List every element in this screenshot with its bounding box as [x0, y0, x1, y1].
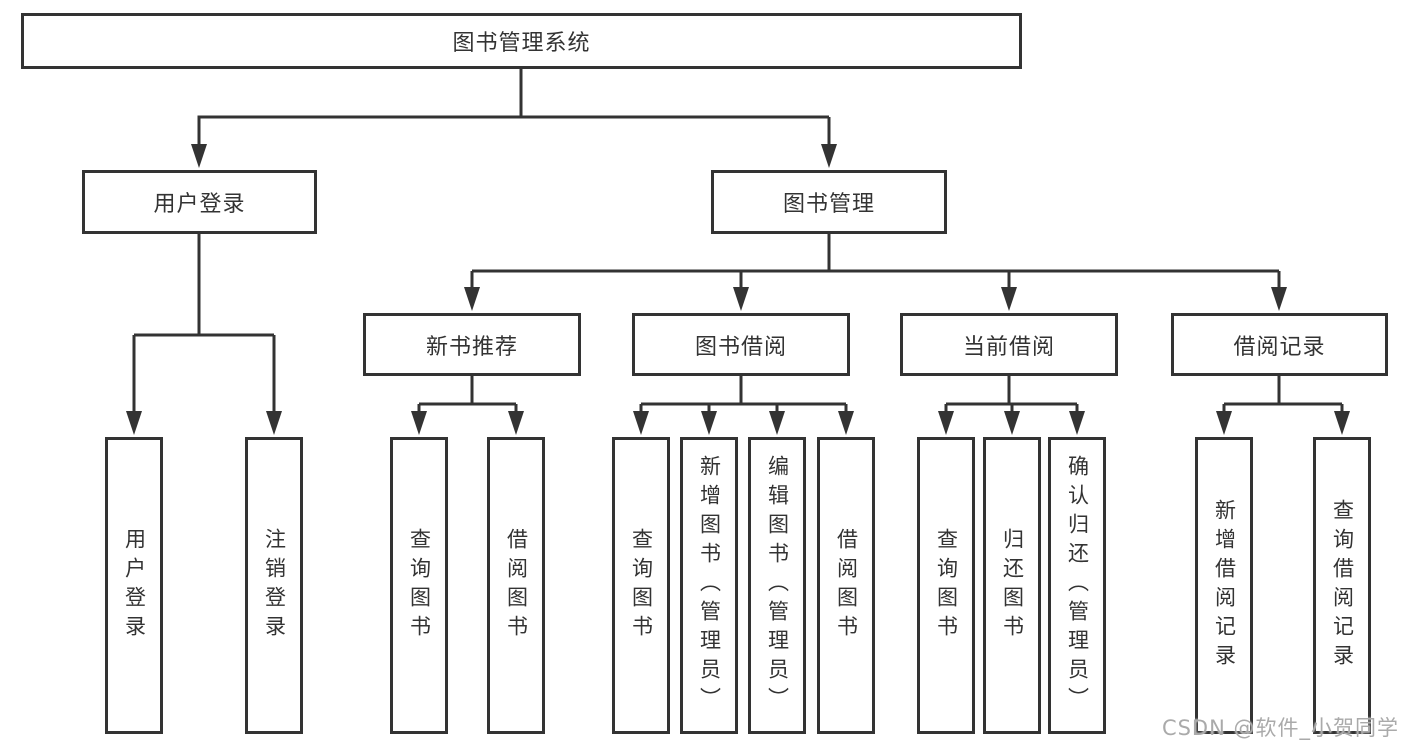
- node-current-borrow-label: 当前借阅: [962, 334, 1055, 360]
- leaf-query-borrow-record-label: 查询借阅记录: [1330, 498, 1355, 673]
- node-book-management-label: 图书管理: [782, 192, 875, 217]
- leaf-add-borrow-record: 新增借阅记录: [1195, 437, 1253, 734]
- node-borrow-records-label: 借阅记录: [1233, 334, 1326, 360]
- node-user-login-branch-label: 用户登录: [153, 192, 246, 217]
- node-book-borrow-label: 图书借阅: [694, 334, 787, 360]
- leaf-query-books-current-label: 查询图书: [934, 527, 959, 644]
- leaf-add-books-admin: 新增图书（管理员）: [680, 437, 738, 734]
- leaf-logout: 注销登录: [245, 437, 303, 734]
- node-borrow-records: 借阅记录: [1171, 313, 1388, 376]
- leaf-borrow-books-recommend: 借阅图书: [487, 437, 545, 734]
- node-book-management: 图书管理: [711, 170, 947, 234]
- leaf-query-books-current: 查询图书: [917, 437, 975, 734]
- leaf-query-books-borrow: 查询图书: [612, 437, 670, 734]
- leaf-query-borrow-record: 查询借阅记录: [1313, 437, 1371, 734]
- leaf-confirm-return-admin-label: 确认归还（管理员）: [1065, 455, 1090, 716]
- leaf-add-books-admin-label: 新增图书（管理员）: [697, 455, 722, 716]
- leaf-query-books-recommend-label: 查询图书: [407, 527, 432, 644]
- leaf-query-books-recommend: 查询图书: [390, 437, 448, 734]
- node-new-book-recommend-label: 新书推荐: [425, 334, 518, 360]
- leaf-return-books: 归还图书: [983, 437, 1041, 734]
- leaf-query-books-borrow-label: 查询图书: [629, 527, 654, 644]
- leaf-user-login: 用户登录: [105, 437, 163, 734]
- leaf-user-login-label: 用户登录: [122, 527, 147, 644]
- csdn-watermark: CSDN @软件_小贺同学: [1161, 716, 1399, 740]
- leaf-borrow-books: 借阅图书: [817, 437, 875, 734]
- leaf-edit-books-admin-label: 编辑图书（管理员）: [765, 455, 790, 716]
- node-book-borrow: 图书借阅: [632, 313, 850, 376]
- node-new-book-recommend: 新书推荐: [363, 313, 581, 376]
- leaf-add-borrow-record-label: 新增借阅记录: [1212, 498, 1237, 673]
- leaf-borrow-books-recommend-label: 借阅图书: [504, 527, 529, 644]
- leaf-logout-label: 注销登录: [262, 527, 287, 644]
- node-root-label: 图书管理系统: [452, 31, 591, 56]
- leaf-borrow-books-label: 借阅图书: [834, 527, 859, 644]
- leaf-return-books-label: 归还图书: [1000, 527, 1025, 644]
- node-user-login-branch: 用户登录: [82, 170, 317, 234]
- leaf-edit-books-admin: 编辑图书（管理员）: [748, 437, 806, 734]
- leaf-confirm-return-admin: 确认归还（管理员）: [1048, 437, 1106, 734]
- node-current-borrow: 当前借阅: [900, 313, 1118, 376]
- node-root: 图书管理系统: [21, 13, 1022, 69]
